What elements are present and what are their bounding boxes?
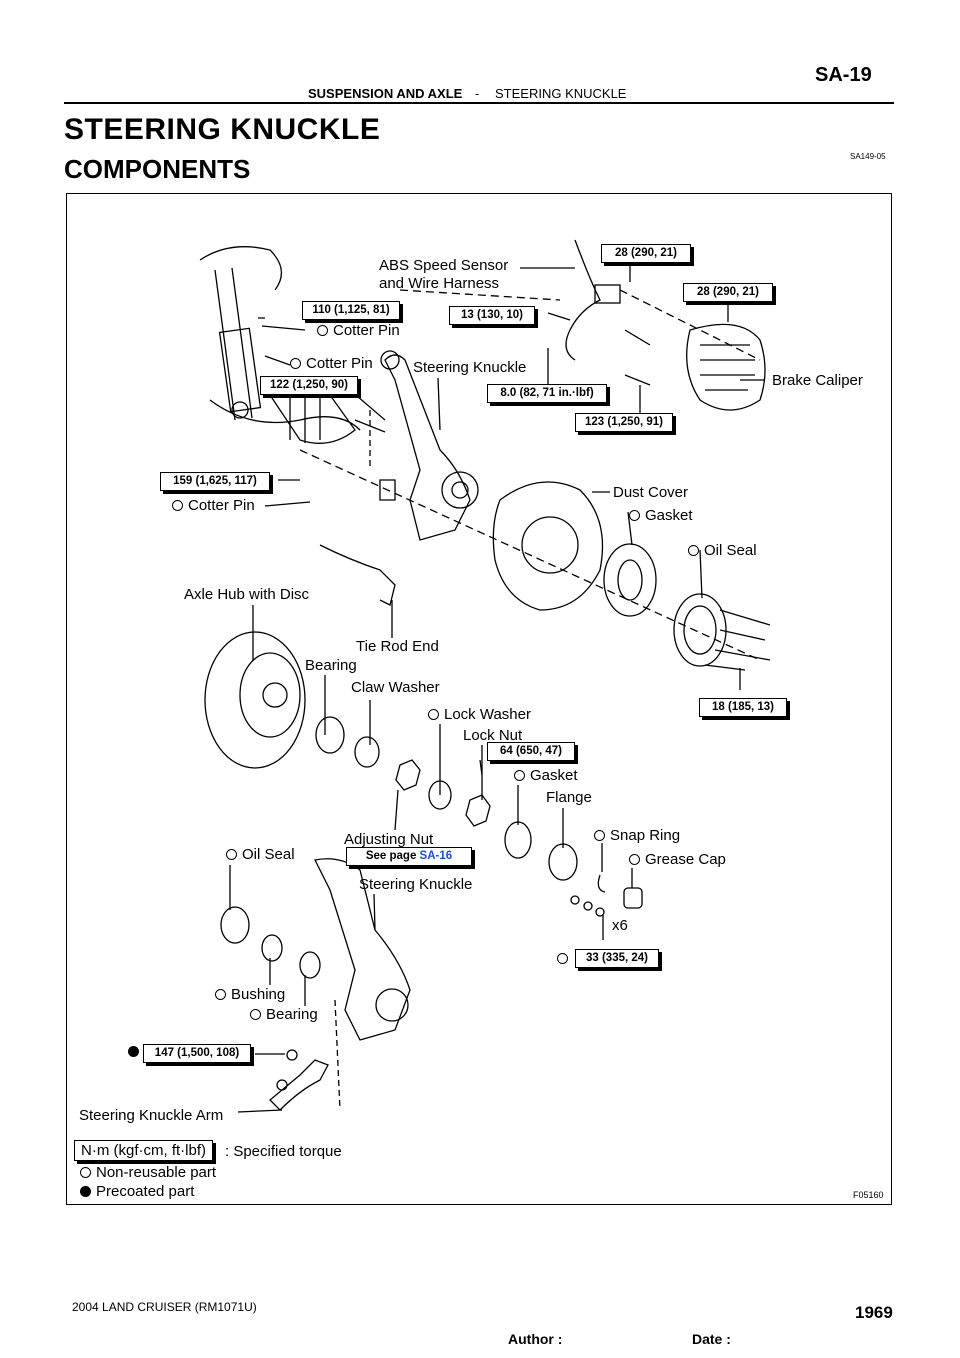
label-bearing-lower: Bearing <box>250 1006 318 1023</box>
header-separator: - <box>475 86 480 101</box>
non-reusable-icon <box>80 1167 91 1178</box>
precoated-icon <box>80 1186 91 1197</box>
non-reusable-icon <box>629 854 640 865</box>
precoated-icon <box>128 1046 139 1057</box>
label-x6: x6 <box>612 917 628 934</box>
non-reusable-icon <box>557 953 568 964</box>
label-dust-cover: Dust Cover <box>613 484 689 501</box>
torque-box: 13 (130, 10) <box>449 306 535 325</box>
non-reusable-icon <box>428 709 439 720</box>
header-subsection: STEERING KNUCKLE <box>495 86 627 101</box>
non-reusable-icon <box>594 830 605 841</box>
non-reusable-icon <box>215 989 226 1000</box>
label-lock-washer: Lock Washer <box>428 706 531 723</box>
legend-precoated: Precoated part <box>80 1183 194 1200</box>
non-reusable-icon <box>172 500 183 511</box>
non-reusable-icon <box>250 1009 261 1020</box>
label-abs-sensor-2: and Wire Harness <box>379 275 500 292</box>
torque-box: 159 (1,625, 117) <box>160 472 270 491</box>
footer-date: Date : <box>692 1331 731 1347</box>
header-rule <box>64 102 894 104</box>
label-adjusting-nut: Adjusting Nut <box>344 831 434 848</box>
non-reusable-icon <box>629 510 640 521</box>
label-grease-cap: Grease Cap <box>629 851 726 868</box>
non-reusable-icon <box>514 770 525 781</box>
legend-non-reusable: Non-reusable part <box>80 1164 216 1181</box>
label-snap-ring: Snap Ring <box>594 827 680 844</box>
footer-author: Author : <box>508 1331 563 1347</box>
label-steering-knuckle-arm: Steering Knuckle Arm <box>79 1107 224 1124</box>
label-oil-seal-right: Oil Seal <box>688 542 757 559</box>
label-flange: Flange <box>546 789 592 806</box>
torque-box: 123 (1,250, 91) <box>575 413 673 432</box>
diagram-frame <box>66 193 892 1205</box>
footer-model: 2004 LAND CRUISER (RM1071U) <box>72 1300 257 1314</box>
non-reusable-icon <box>317 325 328 336</box>
label-cotter-pin-upper: Cotter Pin <box>317 322 400 339</box>
label-axle-hub: Axle Hub with Disc <box>184 586 310 603</box>
label-cotter-pin-lower: Cotter Pin <box>172 497 255 514</box>
label-bearing-upper: Bearing <box>305 657 357 674</box>
torque-box: 28 (290, 21) <box>683 283 773 302</box>
label-oil-seal-lower: Oil Seal <box>226 846 295 863</box>
legend-unit-box: N·m (kgf·cm, ft·lbf) <box>74 1140 213 1161</box>
legend-unit-desc: : Specified torque <box>225 1143 342 1160</box>
page-subtitle: COMPONENTS <box>64 154 251 184</box>
torque-box: 147 (1,500, 108) <box>143 1044 251 1063</box>
header-page-id: SA-19 <box>815 64 872 86</box>
label-abs-sensor: ABS Speed Sensor <box>379 257 509 274</box>
footer-page-number: 1969 <box>855 1303 893 1322</box>
torque-box: 110 (1,125, 81) <box>302 301 400 320</box>
header-section: SUSPENSION AND AXLE <box>308 86 463 101</box>
figure-id: F05160 <box>853 1190 884 1200</box>
torque-box: 18 (185, 13) <box>699 698 787 717</box>
torque-box: 64 (650, 47) <box>487 742 575 761</box>
label-gasket-upper: Gasket <box>629 507 693 524</box>
label-tie-rod-end: Tie Rod End <box>356 638 439 655</box>
non-reusable-icon <box>226 849 237 860</box>
torque-box: 122 (1,250, 90) <box>260 376 358 395</box>
label-cotter-pin-mid: Cotter Pin <box>290 355 373 372</box>
doc-code: SA149-05 <box>850 152 886 161</box>
label-brake-caliper: Brake Caliper <box>772 372 863 389</box>
see-page-link[interactable]: SA-16 <box>419 850 453 862</box>
label-bushing: Bushing <box>215 986 285 1003</box>
label-claw-washer: Claw Washer <box>351 679 440 696</box>
label-steering-knuckle-upper: Steering Knuckle <box>413 359 527 376</box>
label-gasket-lower: Gasket <box>514 767 578 784</box>
label-steering-knuckle-lower: Steering Knuckle <box>359 876 473 893</box>
non-reusable-icon <box>290 358 301 369</box>
torque-box: 33 (335, 24) <box>575 949 659 968</box>
label-lock-nut: Lock Nut <box>463 727 523 744</box>
see-page-box: See page SA-16 <box>346 847 472 866</box>
torque-box: 28 (290, 21) <box>601 244 691 263</box>
page-title: STEERING KNUCKLE <box>64 113 381 146</box>
torque-box: 8.0 (82, 71 in.·lbf) <box>487 384 607 403</box>
non-reusable-icon <box>688 545 699 556</box>
